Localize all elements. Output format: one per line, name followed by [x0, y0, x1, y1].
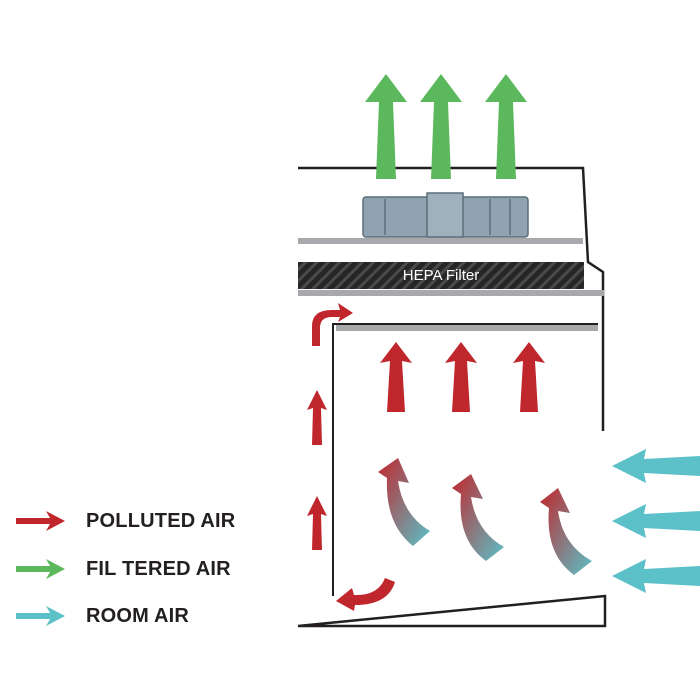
channel-up-arrow [307, 390, 327, 445]
channel-up-arrow [307, 496, 327, 550]
inner-wall [332, 323, 598, 596]
bottom-curve-arrow [336, 578, 395, 611]
legend-label-room: ROOM AIR [86, 604, 190, 627]
filter-shelf [298, 290, 604, 296]
swirl-arrows [378, 458, 592, 575]
filtered-air-arrow [485, 74, 527, 179]
polluted-air-arrows [380, 342, 545, 412]
inner-ceiling [336, 325, 598, 331]
fan-shelf [298, 238, 583, 244]
fan-unit [362, 192, 529, 238]
hepa-filter-label: HEPA Filter [403, 267, 479, 284]
filtered-air-arrow [365, 74, 407, 179]
room-air-arrow [612, 504, 700, 538]
swirl-arrow [540, 488, 592, 575]
channel-turn-arrow [312, 303, 353, 346]
polluted-air-legend-arrow-icon [16, 511, 65, 531]
swirl-arrow [452, 474, 504, 561]
room-air-arrows [612, 449, 700, 593]
legend-item-filtered: FIL TERED AIR [14, 554, 231, 584]
filtered-air-arrow [420, 74, 462, 179]
filtered-air-legend-arrow-icon [16, 559, 65, 579]
room-air-arrow [612, 559, 700, 593]
room-air-legend-arrow-icon [16, 606, 65, 626]
filtered-air-arrows [365, 74, 527, 179]
legend-label-polluted: POLLUTED AIR [86, 509, 236, 532]
legend-item-room: ROOM AIR [14, 601, 189, 631]
polluted-air-arrow [380, 342, 412, 412]
channel-arrows [307, 303, 395, 611]
legend-label-filtered: FIL TERED AIR [86, 557, 231, 580]
polluted-air-arrow [445, 342, 477, 412]
hepa-filter: HEPA Filter [298, 262, 584, 289]
room-air-arrow [612, 449, 700, 483]
cabinet-outline [297, 166, 607, 628]
polluted-air-arrow [513, 342, 545, 412]
legend-item-polluted: POLLUTED AIR [14, 506, 235, 536]
swirl-arrow [378, 458, 430, 546]
